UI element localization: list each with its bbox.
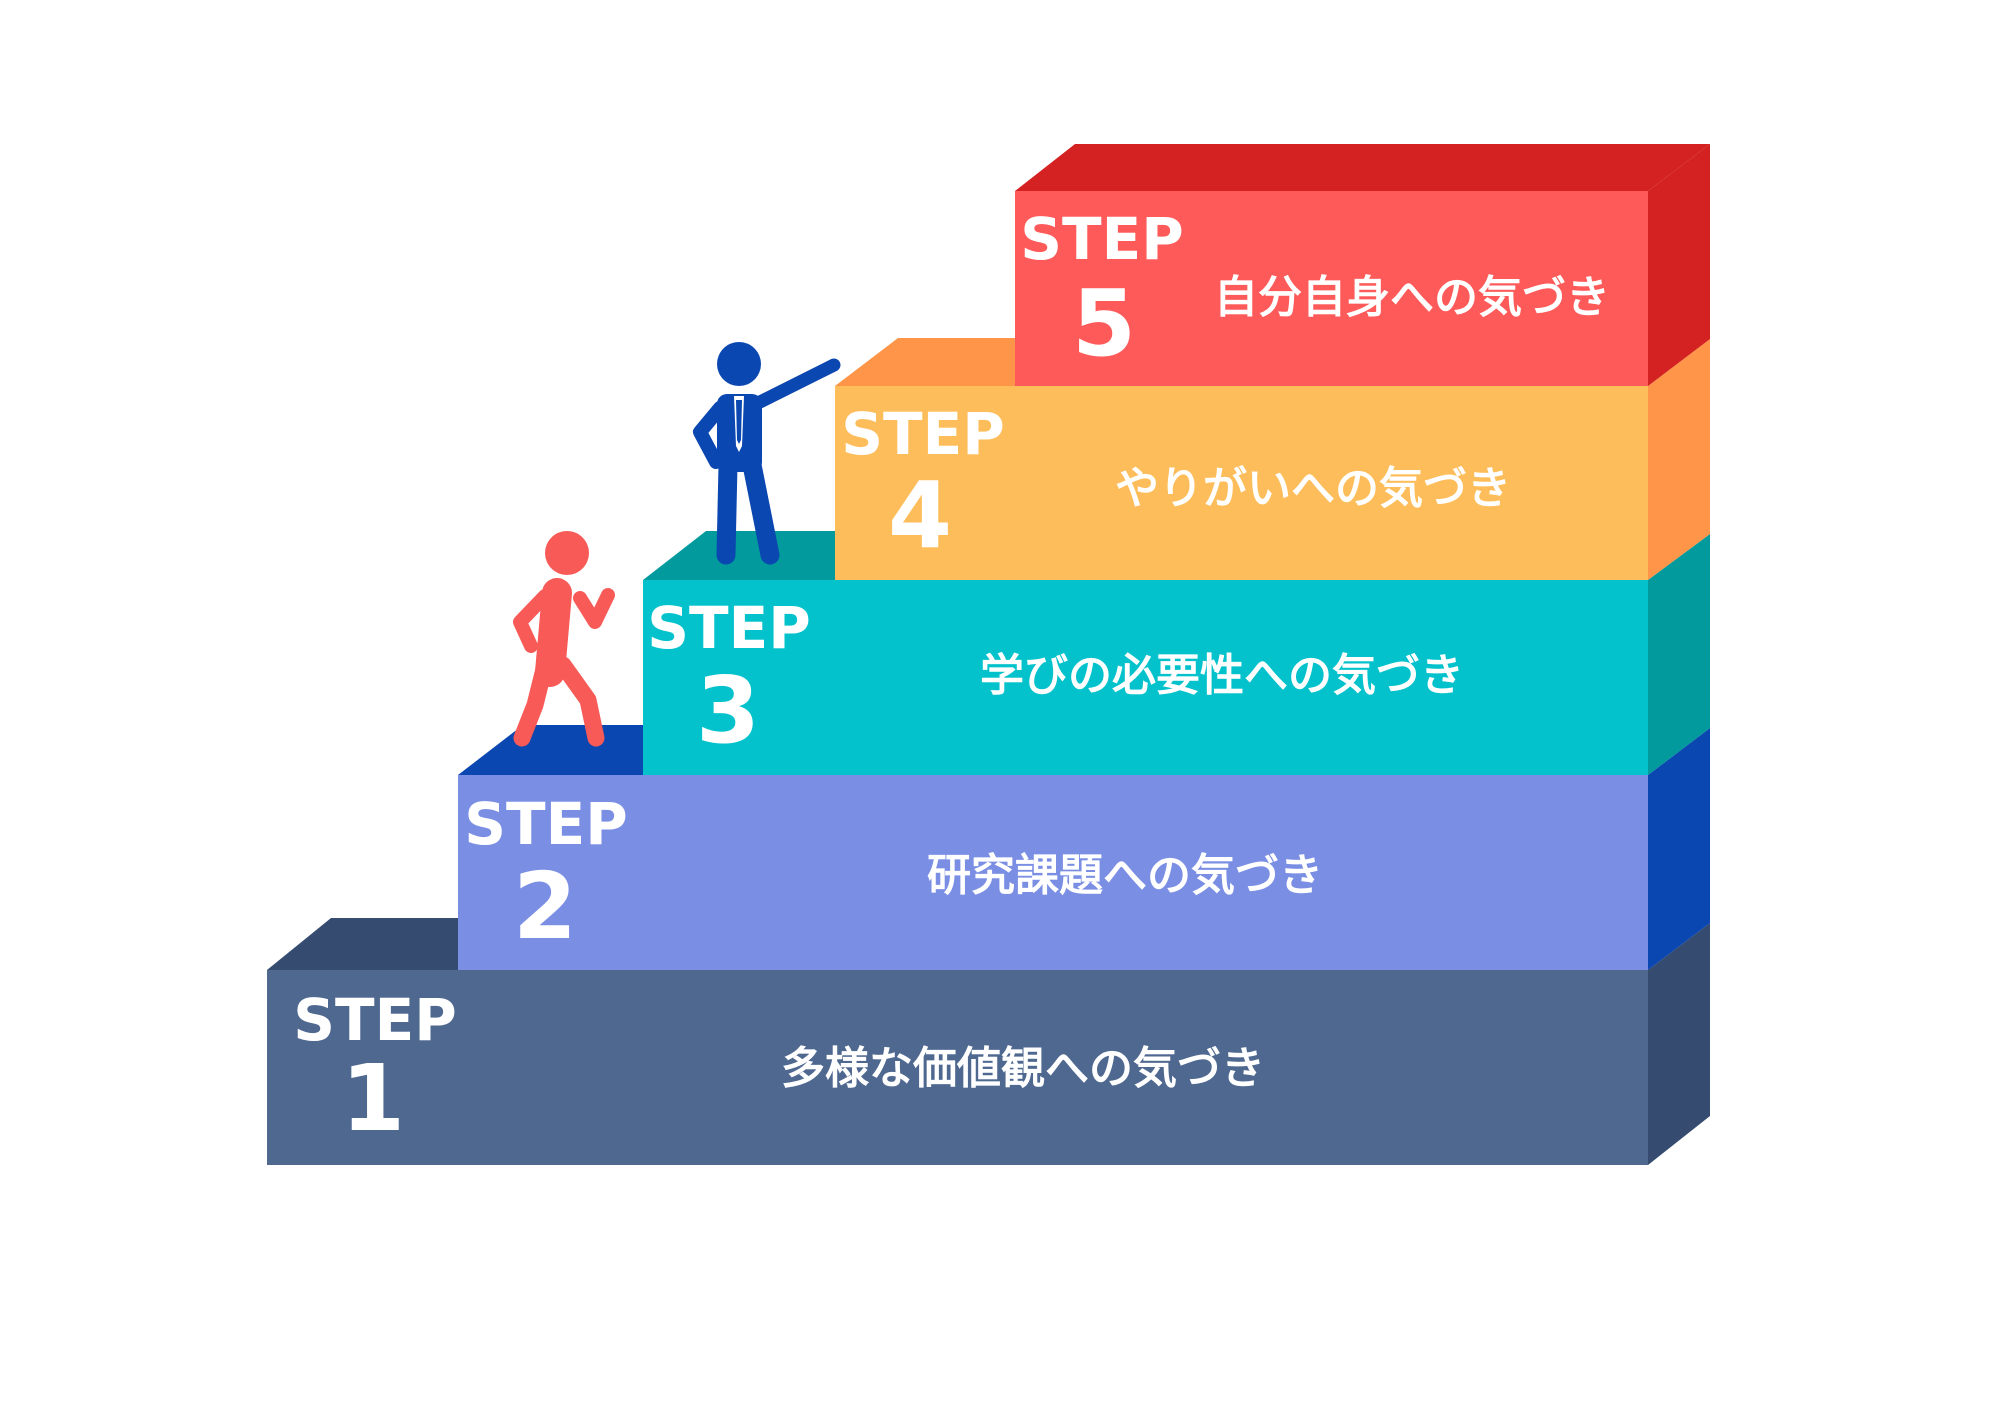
step-3-label: 学びの必要性への気づき <box>980 650 1464 701</box>
step-2-block: STEP 2 研究課題への気づき <box>458 725 1710 970</box>
step-4-block: STEP 4 やりがいへの気づき <box>835 338 1710 580</box>
step-3-side-face <box>1648 534 1710 775</box>
step-3-word: STEP <box>647 594 810 662</box>
step-5-top-face <box>1015 144 1710 191</box>
step-2-side-face <box>1648 728 1710 970</box>
step-4-label: やりがいへの気づき <box>1115 463 1511 514</box>
step-3-block: STEP 3 学びの必要性への気づき <box>643 531 1710 775</box>
step-2-top-face <box>458 725 643 775</box>
step-3-front-face <box>643 580 1648 775</box>
step-1-block: STEP 1 多様な価値観への気づき <box>267 918 1710 1165</box>
step-3-number: 3 <box>696 657 760 764</box>
step-5-number: 5 <box>1072 270 1136 377</box>
pointing-businessman-icon <box>693 342 841 565</box>
step-4-side-face <box>1648 339 1710 580</box>
step-2-front-face <box>458 775 1648 970</box>
step-1-top-face <box>267 918 458 970</box>
step-2-number: 2 <box>513 853 577 960</box>
step-5-label: 自分自身への気づき <box>1214 272 1610 323</box>
step-4-top-face <box>835 338 1015 386</box>
step-5-front-face <box>1015 191 1648 386</box>
walking-person-icon <box>513 531 615 747</box>
step-4-front-face <box>835 386 1648 580</box>
step-1-word: STEP <box>293 986 456 1054</box>
step-2-word: STEP <box>464 790 627 858</box>
step-3-top-face <box>643 531 835 580</box>
step-2-label: 研究課題への気づき <box>927 850 1323 901</box>
step-1-side-face <box>1648 923 1710 1165</box>
step-5-side-face <box>1648 144 1710 386</box>
step-4-number: 4 <box>888 462 952 569</box>
step-5-block: STEP 5 自分自身への気づき <box>1015 144 1710 386</box>
step-4-word: STEP <box>841 400 1004 468</box>
step-1-label: 多様な価値観への気づき <box>781 1043 1265 1094</box>
step-1-number: 1 <box>341 1045 405 1152</box>
step-5-word: STEP <box>1020 205 1183 273</box>
step-1-front-face <box>267 970 1648 1165</box>
